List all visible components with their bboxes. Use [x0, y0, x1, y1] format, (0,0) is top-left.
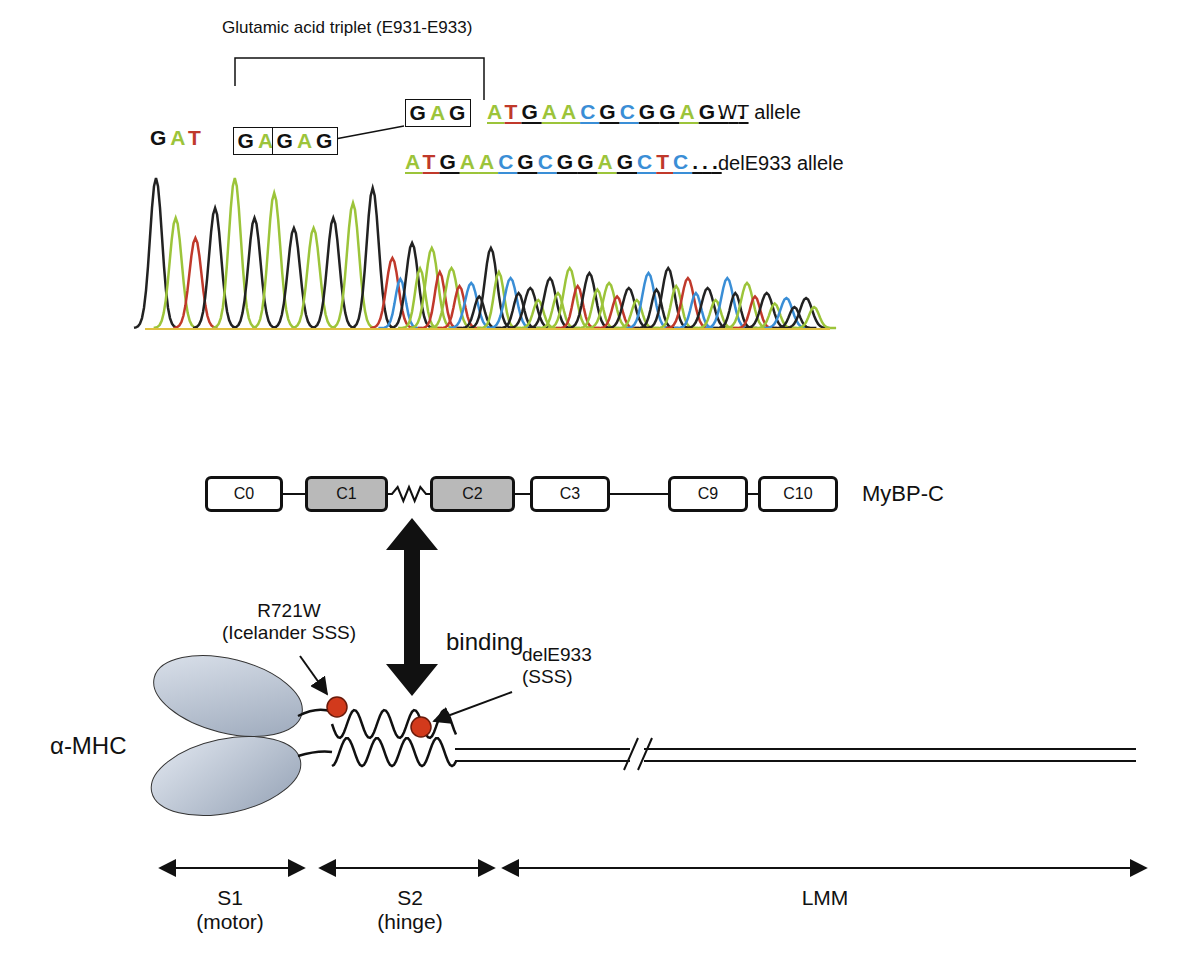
binding-label: binding — [446, 628, 523, 656]
text-line: (hinge) — [377, 910, 442, 934]
domain-box: C10 — [758, 476, 838, 512]
base-letter: T — [505, 100, 522, 123]
base-letter: A — [680, 100, 699, 123]
sequence-text: GAG — [277, 129, 337, 153]
leader-arrow — [300, 656, 327, 694]
domain-box: C1 — [305, 476, 388, 512]
base-letter: T — [656, 150, 673, 173]
mutation-dot — [411, 717, 431, 737]
domain-label: C10 — [783, 485, 812, 503]
base-letter: G — [599, 100, 619, 123]
region-label: S2 (hinge) — [377, 886, 442, 934]
mutation-label: R721W (Icelander SSS) — [222, 600, 356, 644]
base-letter: G — [617, 150, 637, 173]
myosin-neck — [298, 710, 332, 716]
region-label: S1 (motor) — [196, 886, 264, 934]
break-mark — [624, 738, 652, 770]
base-letter: C — [673, 150, 692, 173]
region-label: LMM — [802, 886, 849, 910]
sequence-text: GAG — [410, 101, 470, 125]
domain-box: C2 — [430, 476, 515, 512]
region-arrow — [320, 867, 494, 869]
text-line: delE933 — [522, 644, 592, 666]
chromatogram — [134, 178, 836, 329]
base-letter: A — [430, 101, 449, 124]
region-arrow — [160, 867, 304, 869]
base-letter: C — [620, 100, 639, 123]
allele-label: delE933 allele — [718, 152, 844, 175]
text-line: (motor) — [196, 910, 264, 934]
base-letter: A — [542, 100, 561, 123]
coiled-coil — [332, 710, 456, 766]
base-letter: . — [692, 150, 702, 173]
base-letter: G — [439, 150, 459, 173]
protein-name: MyBP-C — [862, 481, 944, 506]
base-letter: G — [238, 129, 258, 152]
sequence-text: GAT — [150, 126, 205, 150]
linker-line — [748, 493, 758, 495]
myosin-neck — [298, 752, 332, 757]
base-letter: A — [561, 100, 580, 123]
domain-box: C0 — [205, 476, 283, 512]
base-letter: G — [517, 150, 537, 173]
linker-line — [610, 493, 668, 495]
base-letter: T — [423, 150, 440, 173]
base-letter: G — [557, 150, 577, 173]
base-letter: A — [479, 150, 498, 173]
domain-box: C9 — [668, 476, 748, 512]
codon-box: GAG — [272, 127, 338, 155]
base-letter: G — [659, 100, 679, 123]
text-line: S2 — [377, 886, 442, 910]
leader-arrow — [434, 692, 512, 721]
codon-box: GAG — [405, 99, 471, 127]
base-letter: A — [405, 150, 423, 173]
base-letter: A — [297, 129, 316, 152]
base-letter: . — [702, 150, 712, 173]
text-line: S1 — [196, 886, 264, 910]
text-line: R721W — [222, 600, 356, 622]
base-letter: G — [639, 100, 659, 123]
triplet-bracket — [235, 58, 484, 100]
linker-line — [283, 493, 305, 495]
myosin-head — [144, 724, 308, 828]
domain-label: C1 — [336, 485, 356, 503]
domain-label: C3 — [560, 485, 580, 503]
domain-label: C9 — [698, 485, 718, 503]
base-letter: G — [277, 129, 297, 152]
base-letter: G — [521, 100, 541, 123]
domain-box: C3 — [530, 476, 610, 512]
base-letter: A — [487, 100, 505, 123]
base-letter: C — [580, 100, 599, 123]
linker-line — [388, 487, 430, 501]
base-letter: G — [449, 101, 469, 124]
lmm-rod — [455, 749, 1136, 761]
base-letter: A — [460, 150, 479, 173]
allele-label: WT allele — [718, 101, 801, 124]
base-letter: G — [150, 126, 170, 149]
base-letter: A — [170, 126, 188, 149]
domain-label: C2 — [462, 485, 482, 503]
base-letter: C — [637, 150, 656, 173]
mutation-dot — [327, 697, 347, 717]
base-letter: G — [410, 101, 430, 124]
base-letter: C — [538, 150, 557, 173]
myosin-head — [145, 642, 310, 751]
bracket-title: Glutamic acid triplet (E931-E933) — [222, 18, 472, 38]
base-letter: G — [316, 129, 336, 152]
linker-line — [515, 493, 530, 495]
base-letter: C — [498, 150, 517, 173]
binding-arrow — [386, 518, 438, 696]
mutation-label: delE933 (SSS) — [522, 644, 592, 688]
text-line: (Icelander SSS) — [222, 622, 356, 644]
region-arrow — [503, 867, 1146, 869]
protein-name: α-MHC — [50, 732, 127, 760]
text-line: (SSS) — [522, 666, 592, 688]
domain-label: C0 — [234, 485, 254, 503]
base-letter: T — [188, 126, 205, 149]
base-letter: G — [699, 100, 719, 123]
sequence-text: ATGAACGCGGAG... — [487, 100, 749, 124]
base-letter: A — [598, 150, 617, 173]
sequence-text: ATGAACGCGGAGCTC... — [405, 150, 722, 174]
base-letter: G — [577, 150, 597, 173]
